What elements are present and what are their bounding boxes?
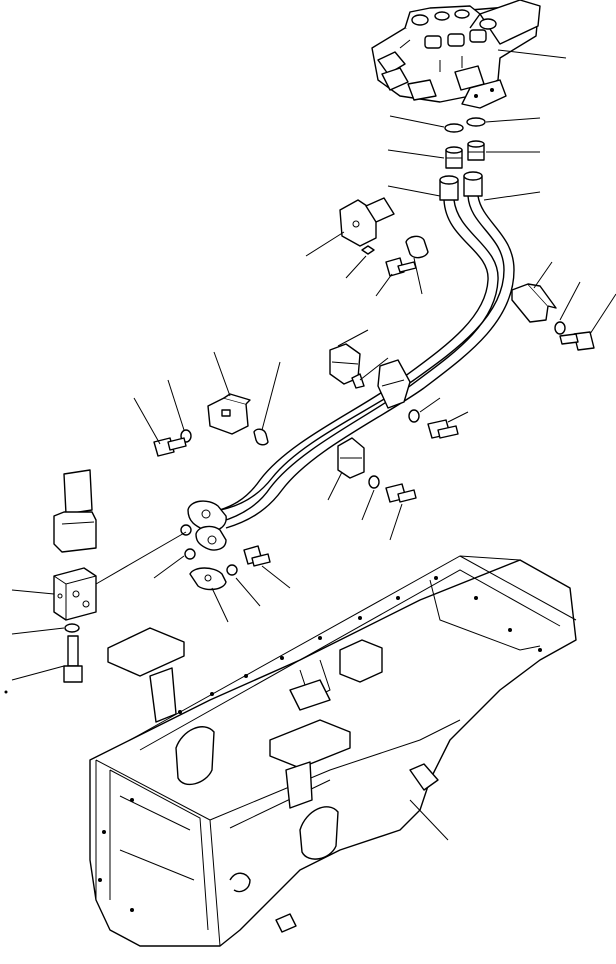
washer-left [167, 379, 192, 443]
washer-right [554, 281, 581, 335]
o-ring-flange [153, 524, 196, 579]
elbow-fitting-left [387, 146, 463, 169]
main-frame [89, 555, 577, 947]
hose-clamp-left [207, 351, 251, 435]
hydraulic-hose-right [219, 171, 541, 529]
flange-fitting [187, 500, 227, 551]
hose-clamp-lower [327, 437, 365, 501]
o-ring-right [466, 117, 541, 127]
washer-center [408, 397, 441, 423]
bolt-lower [385, 483, 417, 541]
plug-cap [53, 469, 97, 553]
elbow-fitting-right [467, 140, 540, 161]
sleeve-upper [405, 235, 429, 295]
manifold-block [11, 531, 187, 621]
bolt-manifold [11, 635, 83, 683]
hose-clamp-center [329, 329, 411, 409]
bolt-flange [243, 545, 291, 589]
stray-mark [4, 690, 8, 694]
washer-manifold [11, 623, 80, 635]
washer-flange [226, 564, 261, 607]
pin-left [253, 361, 281, 446]
hose-bracket-upper [305, 197, 395, 279]
control-valve [371, 0, 567, 109]
bolt-left [133, 397, 187, 457]
bolt-upper-bracket [375, 257, 417, 297]
bolt-right [559, 293, 616, 351]
washer-lower [361, 475, 380, 521]
bracket-right [511, 261, 557, 323]
bolt-center [427, 411, 469, 439]
o-ring-left [389, 115, 464, 133]
flange-plate [189, 567, 229, 623]
